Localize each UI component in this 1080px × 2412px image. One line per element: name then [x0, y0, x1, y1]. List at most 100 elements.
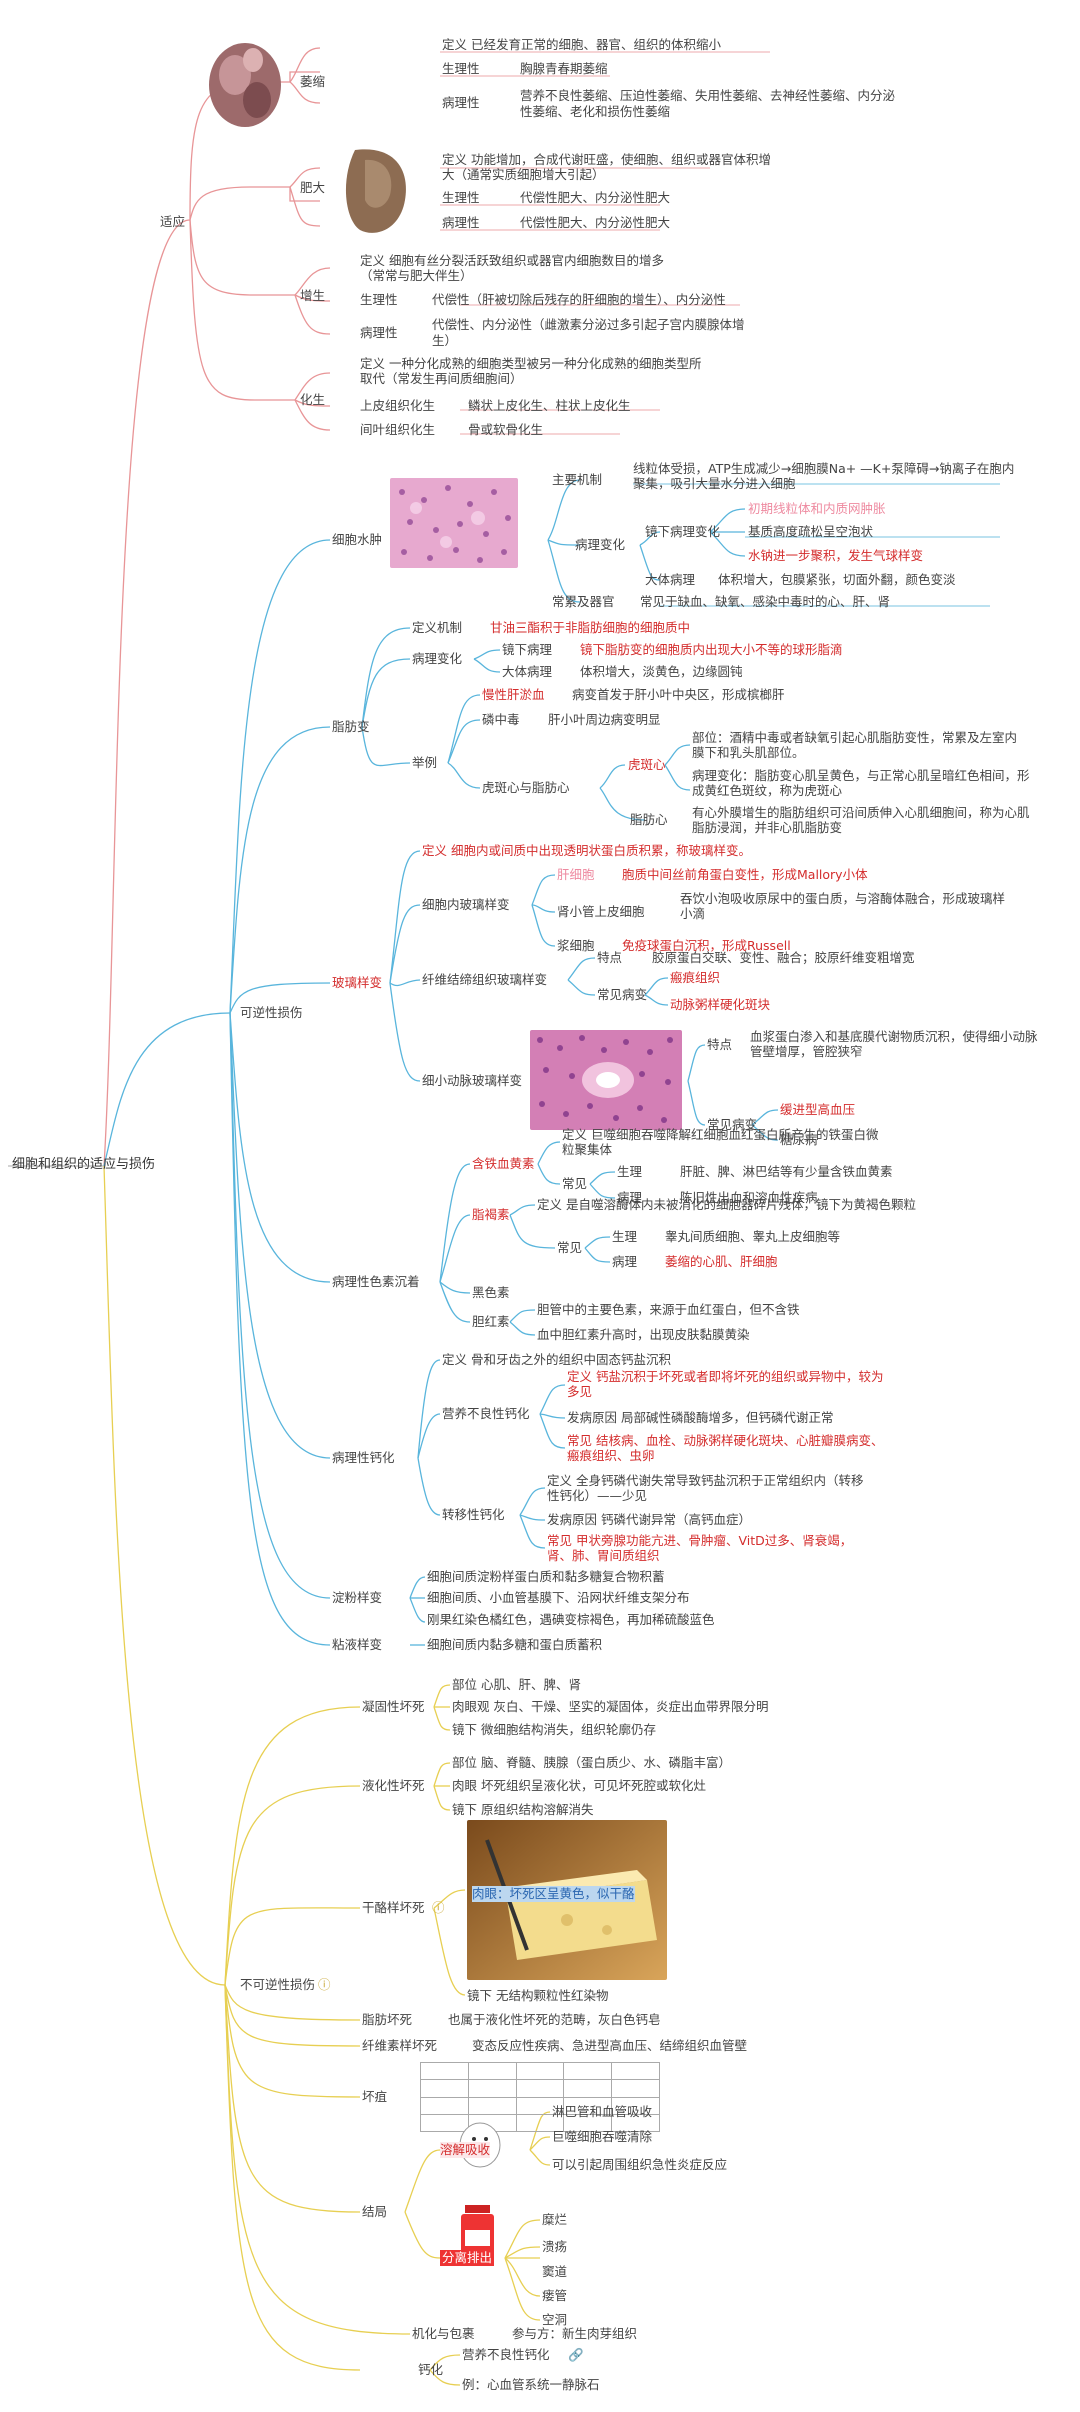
liq-gross: 肉眼 坏死组织呈液化状，可见坏死腔或软化灶: [452, 1778, 706, 1793]
fatnecrosis-val: 也属于液化性坏死的范畴，灰白色钙皂: [448, 2012, 661, 2027]
calc-dys-key: 营养不良性钙化: [442, 1406, 530, 1421]
separate-5: 空洞: [542, 2312, 568, 2327]
swelling-micro-image: [390, 478, 518, 568]
hyaline-plasma-key: 浆细胞: [557, 938, 595, 953]
atrophy-path-val-1: 营养不良性萎缩、压迫性萎缩、失用性萎缩、去神经性萎缩、内分泌: [520, 88, 896, 103]
hyaline-fiber-dis-1: 瘢痕组织: [670, 970, 721, 985]
pigment-lipo-common: 常见: [557, 1240, 583, 1255]
hyaline-node: 玻璃样变: [332, 975, 383, 990]
liq-node: 液化性坏死: [362, 1778, 425, 1793]
fatty-tiger-sub: 虎斑心: [628, 757, 666, 772]
calc-met-cause: 发病原因 钙磷代谢异常（高钙血症）: [547, 1512, 751, 1527]
atrophy-phys-key: 生理性: [442, 61, 480, 76]
hyperplasia-def-2: （常常与肥大伴生）: [360, 268, 473, 283]
swelling-gross-key: 大体病理: [645, 572, 696, 587]
hyperplasia-path-val-2: 生）: [432, 333, 458, 348]
fatty-change-key: 病理变化: [412, 651, 463, 666]
swelling-mech-val-1: 线粒体受损，ATP生成减少→细胞膜Na+ —K+泵障碍→钠离子在胞内: [633, 461, 1015, 476]
dissolve-2: 巨噬细胞吞噬清除: [552, 2129, 653, 2144]
outcome-node: 结局: [362, 2204, 388, 2219]
irrev-calc-val-2: 例：心血管系统一静脉石: [462, 2377, 600, 2392]
calc-dys-common-1: 常见 结核病、血栓、动脉粥样硬化斑块、心脏瓣膜病变、: [567, 1433, 884, 1448]
fatty-def-val: 甘油三酯积于非脂肪细胞的细胞质中: [490, 620, 691, 635]
calc-def: 定义 骨和牙齿之外的组织中固态钙盐沉积: [442, 1352, 671, 1367]
swelling-mech-val-2: 聚集，吸引大量水分进入细胞: [633, 476, 796, 491]
calc-met-common-1: 常见 甲状旁腺功能亢进、骨肿瘤、VitD过多、肾衰竭，: [547, 1533, 853, 1548]
separate-3: 窦道: [542, 2264, 568, 2279]
hyperplasia-path-val-1: 代偿性、内分泌性（雌激素分泌过多引起子宫内膜腺体增: [432, 317, 745, 332]
info-icon: ⓘ: [318, 1977, 331, 1992]
pigment-lipo-path-key: 病理: [612, 1254, 638, 1269]
organization-val: 参与方：新生肉芽组织: [512, 2326, 638, 2341]
pigment-hemo-phys-val: 肝脏、脾、淋巴结等有少量含铁血黄素: [680, 1164, 893, 1179]
liq-site: 部位 脑、脊髓、胰腺（蛋白质少、水、磷脂丰富）: [452, 1755, 731, 1770]
hyaline-artery-feat-2: 管壁增厚，管腔狭窄: [750, 1044, 863, 1059]
fatty-poison-key: 磷中毒: [482, 712, 520, 727]
metaplasia-def-2: 取代（常发生再间质细胞间）: [360, 371, 523, 386]
hyaline-intra-key: 细胞内玻璃样变: [422, 897, 510, 912]
fatty-micro-val: 镜下脂肪变的细胞质内出现大小不等的球形脂滴: [580, 642, 843, 657]
hyaline-fiber-feat-val: 胶原蛋白交联、变性、融合；胶原纤维变粗增宽: [652, 950, 915, 965]
hyaline-kidney-val-2: 小滴: [680, 906, 706, 921]
hypertrophy-phys-val: 代偿性肥大、内分泌性肥大: [520, 190, 671, 205]
gangrene-table-thumbnail: [420, 2061, 660, 2133]
hyperplasia-phys-val: 代偿性（肝被切除后残存的肝细胞的增生）、内分泌性: [432, 292, 726, 307]
metaplasia-node: 化生: [300, 392, 326, 407]
reversible-node: 可逆性损伤: [240, 1005, 303, 1020]
calc-dys-def-1: 定义 钙盐沉积于坏死或者即将坏死的组织或异物中，较为: [567, 1369, 884, 1384]
pigment-melanin: 黑色素: [472, 1285, 510, 1300]
caseous-caption: 肉眼：坏死区呈黄色，似干酪: [472, 1886, 635, 1902]
fatty-tiger-1a: 部位：酒精中毒或者缺氧引起心肌脂肪变性，常累及左室内: [692, 730, 1018, 745]
caseous-micro: 镜下 无结构颗粒性红染物: [467, 1988, 609, 2003]
link-icon[interactable]: 🔗: [568, 2347, 584, 2362]
caseous-node: 干酪样坏死: [362, 1900, 425, 1915]
mucoid-node: 粘液样变: [332, 1637, 383, 1652]
amyloid-val-3: 刚果红染色橘红色，遇碘变棕褐色，再加稀硫酸蓝色: [427, 1612, 715, 1627]
hypertrophy-def-1: 定义 功能增加，合成代谢旺盛，使细胞、组织或器官体积增: [442, 152, 771, 167]
pigment-bili-2: 血中胆红素升高时，出现皮肤黏膜黄染: [537, 1327, 750, 1342]
swelling-micro-3: 水钠进一步聚积，发生气球样变: [748, 548, 924, 563]
fatty-tiger-key: 虎斑心与脂肪心: [482, 780, 570, 795]
hyaline-kidney-key: 肾小管上皮细胞: [557, 904, 645, 919]
separate-tag: 分离排出: [440, 2250, 495, 2266]
hyperplasia-path-key: 病理性: [360, 325, 398, 340]
hyaline-artery-dis-key: 常见病变: [707, 1117, 758, 1132]
hyaline-fiber-dis-2: 动脉粥样硬化斑块: [670, 997, 771, 1012]
irreversible-node: 不可逆性损伤: [240, 1977, 316, 1992]
pigment-lipo-def: 定义 是自噬溶酶体内未被消化的细胞器碎片残体，镜下为黄褐色颗粒: [537, 1197, 916, 1212]
pigment-lipo-path-val: 萎缩的心肌、肝细胞: [665, 1254, 778, 1269]
atrophy-phys-val: 胸腺青春期萎缩: [520, 61, 608, 76]
fatty-tiger-1b: 膜下和乳头肌部位。: [692, 745, 805, 760]
swelling-micro-key: 镜下病理变化: [645, 524, 721, 539]
atrophy-def: 定义 已经发育正常的细胞、器官、组织的体积缩小: [442, 37, 721, 52]
hypertrophy-organ-image: [345, 149, 406, 233]
fatty-def-key: 定义机制: [412, 620, 463, 635]
calc-met-def-1: 定义 全身钙磷代谢失常导致钙盐沉积于正常组织内（转移: [547, 1473, 864, 1488]
fatty-tiger-2b: 成黄红色斑纹，称为虎斑心: [692, 783, 843, 798]
separate-bottle-image: [461, 2205, 494, 2258]
calc-met-key: 转移性钙化: [442, 1507, 505, 1522]
hyaline-artery-feat-1: 血浆蛋白渗入和基底膜代谢物质沉积，使得细小动脉: [750, 1029, 1038, 1044]
metaplasia-mes-val: 骨或软骨化生: [468, 422, 544, 437]
swelling-organ-val: 常见于缺血、缺氧、感染中毒时的心、肝、肾: [640, 594, 891, 609]
swelling-micro-2: 基质高度疏松呈空泡状: [748, 524, 874, 539]
metaplasia-def-1: 定义 一种分化成熟的细胞类型被另一种分化成熟的细胞类型所: [360, 356, 702, 371]
calc-dys-cause: 发病原因 局部碱性磷酸酶增多，但钙磷代谢正常: [567, 1410, 834, 1425]
atrophy-path-val-2: 性萎缩、老化和损伤性萎缩: [520, 104, 671, 119]
hyaline-artery-feat-key: 特点: [707, 1037, 733, 1052]
calc-dys-def-2: 多见: [567, 1384, 593, 1399]
hypertrophy-def-2: 大（通常实质细胞增大引起）: [442, 167, 605, 182]
organization-node: 机化与包裹: [412, 2326, 475, 2341]
hypertrophy-node: 肥大: [300, 180, 326, 195]
irrev-calc-node: 钙化: [418, 2362, 444, 2377]
dissolve-1: 淋巴管和血管吸收: [552, 2104, 653, 2119]
fibrinoid-val: 变态反应性疾病、急进型高血压、结缔组织血管壁: [472, 2038, 748, 2053]
fatty-gross-key: 大体病理: [502, 664, 553, 679]
hyaline-micro-image: [530, 1030, 682, 1130]
fatty-poison-val: 肝小叶周边病变明显: [548, 712, 661, 727]
pigment-node: 病理性色素沉着: [332, 1274, 420, 1289]
swelling-gross-val: 体积增大，包膜紧张，切面外翻，颜色变淡: [718, 572, 956, 587]
coag-micro: 镜下 微细胞结构消失，组织轮廓仍存: [452, 1722, 656, 1737]
separate-1: 糜烂: [542, 2212, 568, 2227]
